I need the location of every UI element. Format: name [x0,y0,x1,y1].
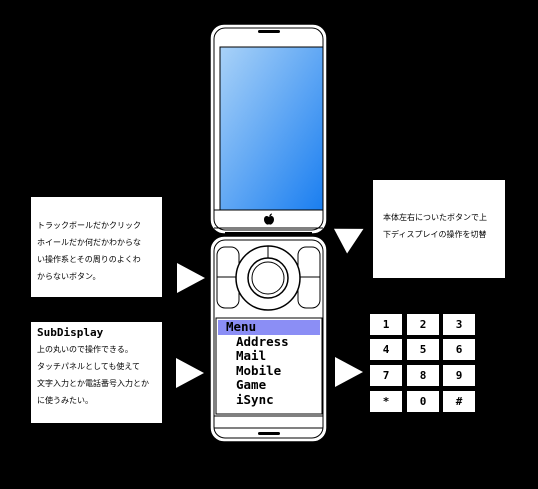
key-8[interactable]: 8 [407,365,439,386]
key-9[interactable]: 9 [443,365,475,386]
subdisplay-note-title: SubDisplay [37,326,104,339]
menu-item-address[interactable]: Address [236,333,289,349]
note-line: 本体左右についたボタンで上 [383,213,487,222]
apple-logo-icon [264,213,274,225]
note-line: からないボタン。 [37,272,101,281]
subdisplay-menu: Menu Address Mail Mobile Game iSync [218,319,320,407]
note-line: トラックボールだかクリック [37,221,141,230]
note-line: ホイールだか何だかわからな [37,238,141,247]
key-5[interactable]: 5 [407,339,439,360]
key-6[interactable]: 6 [443,339,475,360]
note-line: 上の丸いので操作できる。 [37,345,133,354]
key-1[interactable]: 1 [370,314,402,335]
main-display [219,46,324,211]
earpiece [258,30,280,33]
subdisplay-note: SubDisplay 上の丸いので操作できる。 タッチパネルとしても使えて 文字… [31,322,162,423]
note-line: タッチパネルとしても使えて [37,362,140,371]
display-switch-note: 本体左右についたボタンで上 下ディスプレイの操作を切替 [373,180,505,278]
phone-lower-half [209,235,328,443]
note-line: い操作系とその周りのよくわ [37,255,141,264]
menu-item-mobile[interactable]: Mobile [236,362,282,378]
key-2[interactable]: 2 [407,314,439,335]
menu-item-mail[interactable]: Mail [236,348,267,363]
menu-item-game[interactable]: Game [236,377,267,392]
key-0[interactable]: 0 [407,391,439,412]
key-star[interactable]: * [370,391,402,412]
menu-item-isync[interactable]: iSync [236,391,274,407]
menu-item-label: Menu [226,319,257,334]
arrow-to-keypad [335,357,363,387]
menu-item-menu[interactable]: Menu [218,319,320,335]
key-3[interactable]: 3 [443,314,475,335]
arrow-to-trackball [177,263,205,293]
key-hash[interactable]: # [443,391,475,412]
microphone [258,432,280,435]
key-7[interactable]: 7 [370,365,402,386]
note-line: 文字入力とか電話番号入力とか [37,379,149,388]
phone-upper-half [209,23,328,235]
trackball-note: トラックボールだかクリック ホイールだか何だかわからな い操作系とその周りのよく… [31,197,162,297]
key-4[interactable]: 4 [370,339,402,360]
note-line: 下ディスプレイの操作を切替 [383,230,487,239]
note-line: に使うみたい。 [37,396,93,405]
trackball-center[interactable] [251,261,285,295]
arrow-to-subdisplay [176,358,204,388]
